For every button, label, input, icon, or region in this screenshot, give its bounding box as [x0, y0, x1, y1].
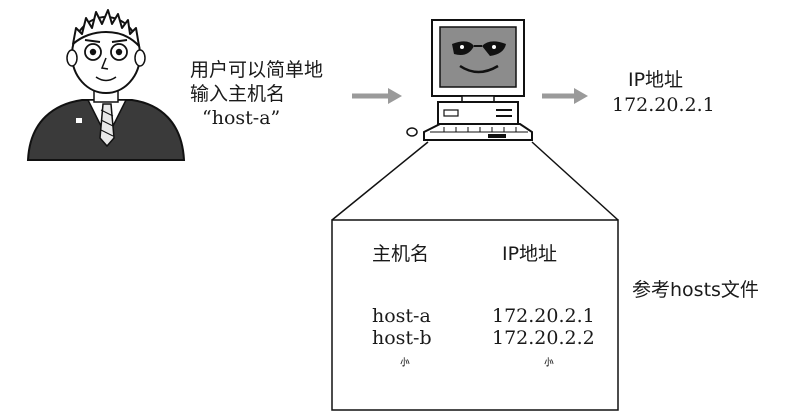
computer-icon	[406, 19, 533, 141]
result-ip-value: 172.20.2.1	[612, 94, 715, 116]
user-caption-line-2: 输入主机名	[190, 83, 286, 105]
hosts-file-box	[331, 219, 619, 411]
result-label: IP地址	[628, 69, 684, 91]
arrow-right-icon	[352, 88, 402, 104]
arrow-right-icon	[542, 88, 588, 104]
hosts-row-2-ip: 172.20.2.2	[492, 327, 595, 349]
hosts-continuation-mark: ⺗	[543, 349, 555, 370]
hosts-row-1-host: host-a	[372, 305, 431, 327]
user-caption-hostname: “host-a”	[202, 107, 281, 129]
hosts-row-2-host: host-b	[372, 327, 432, 349]
hosts-file-caption: 参考hosts文件	[632, 279, 759, 301]
user-caption-line-1: 用户可以简单地	[190, 59, 324, 81]
hosts-continuation-mark: ⺗	[399, 349, 411, 370]
callout-lines	[331, 141, 619, 221]
hosts-header-hostname: 主机名	[372, 243, 430, 265]
hosts-header-ip: IP地址	[502, 243, 558, 265]
hosts-row-1-ip: 172.20.2.1	[492, 305, 595, 327]
businessman-icon	[26, 9, 186, 161]
